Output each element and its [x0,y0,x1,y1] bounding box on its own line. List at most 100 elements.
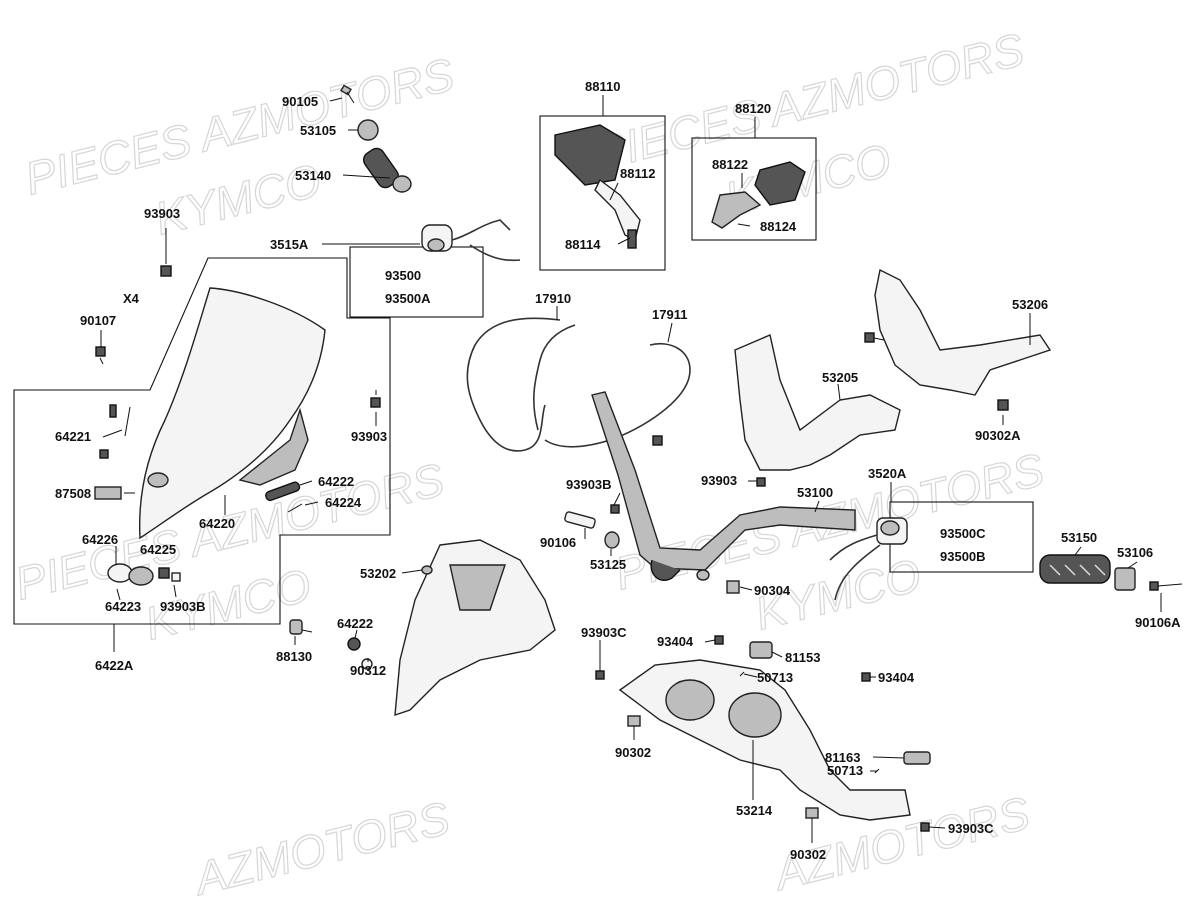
screw-93903B [610,504,620,514]
front-cover-stud [421,565,433,575]
cable-17910-b [533,324,576,431]
label-88122: 88122 [712,157,748,172]
screw-53206 [864,332,885,343]
label-64222-b: 64222 [337,616,373,631]
label-81153: 81153 [785,650,820,665]
label-53105: 53105 [300,123,336,138]
label-53206: 53206 [1012,297,1048,312]
clip-88130 [289,619,313,635]
label-90304: 90304 [754,583,791,598]
windshield-bracket [238,407,309,486]
cover-53205 [734,334,901,471]
label-64220: 64220 [199,516,235,531]
label-X4: X4 [123,291,140,306]
windshield-group-box [13,257,391,625]
label-93903C-a: 93903C [581,625,627,640]
front-cover-vent [449,564,506,611]
bushing-53105 [357,119,379,141]
grip-53140 [362,147,412,193]
label-53140: 53140 [295,168,331,183]
watermark-text: AZMOTORS [187,791,455,900]
clip-90312 [361,658,373,670]
handlebar-53100 [591,391,856,571]
windshield-mount-hole [147,472,169,488]
cable-17910 [466,317,561,452]
label-93500C: 93500C [940,526,986,541]
leader-lines [100,95,1162,843]
screw-93903-mid [370,390,381,408]
label-53202: 53202 [360,566,396,581]
label-93903-c: 93903 [701,473,737,488]
label-87508-part [94,486,122,500]
bolt-90106A [1149,581,1183,591]
screw-64221 [99,404,131,459]
nut-90304 [726,580,740,594]
label-53150: 53150 [1061,530,1097,545]
label-90105: 90105 [282,94,318,109]
grip-53150 [1039,554,1111,584]
bushing-53106 [1114,567,1136,591]
label-88124: 88124 [760,219,797,234]
small-hardware [595,635,931,832]
mirror-88110-part [554,124,641,249]
grommet-64222b [347,637,361,651]
screw-90107 [95,346,106,365]
screw-90302A [997,399,1009,411]
label-53106: 53106 [1117,545,1153,560]
label-93903B: 93903B [566,477,612,492]
cable-17911 [544,343,691,448]
label-93500A: 93500A [385,291,431,306]
label-93500B: 93500B [940,549,986,564]
bolt-90106 [564,511,596,529]
switch-3515A-part [421,219,521,262]
label-90106A: 90106A [1135,615,1181,630]
label-64221: 64221 [55,429,91,444]
front-cover-53202 [394,539,556,717]
washer-64226 [107,563,181,586]
label-93404-a: 93404 [657,634,694,649]
label-93404-b: 93404 [878,670,915,685]
label-93903-mid: 93903 [351,429,387,444]
switch-3515A-box [349,246,484,318]
lower-cover-gauge-right [728,692,782,738]
label-93500: 93500 [385,268,421,283]
label-17910: 17910 [535,291,571,306]
label-93903B-left: 93903B [160,599,206,614]
label-90107: 90107 [80,313,116,328]
label-64224: 64224 [325,495,362,510]
cover-53206 [874,268,1052,396]
label-53205: 53205 [822,370,858,385]
lower-cover-gauge-left [665,679,715,721]
windshield-64220 [138,287,326,540]
part-labels: 90105 53105 53140 93903 3515A 93500 9350… [55,79,1181,862]
label-90302-a: 90302 [615,745,651,760]
label-81163: 81163 [825,750,860,765]
label-50713-a: 50713 [757,670,793,685]
switch-3520A-part [829,517,908,601]
screw-handlebar [652,435,663,446]
label-87508: 87508 [55,486,91,501]
label-64222-a: 64222 [318,474,354,489]
label-88110: 88110 [585,79,620,94]
label-88114: 88114 [565,237,601,252]
label-88112: 88112 [620,166,655,181]
label-53214: 53214 [736,803,773,818]
label-88120: 88120 [735,101,771,116]
mirror-88120-box [691,137,817,241]
label-6422A: 6422A [95,658,134,673]
mirror-88120-part [711,161,806,229]
label-90312: 90312 [350,663,386,678]
label-93903-top: 93903 [144,206,180,221]
label-53100: 53100 [797,485,833,500]
label-88130: 88130 [276,649,312,664]
label-50713-b: 50713 [827,763,863,778]
label-90302A: 90302A [975,428,1021,443]
label-64225: 64225 [140,542,176,557]
label-64226: 64226 [82,532,118,547]
label-3520A: 3520A [868,466,907,481]
screw-93903-c [756,477,766,487]
bolt-90105 [340,84,355,104]
label-90302-b: 90302 [790,847,826,862]
screw-64224 [287,503,303,513]
